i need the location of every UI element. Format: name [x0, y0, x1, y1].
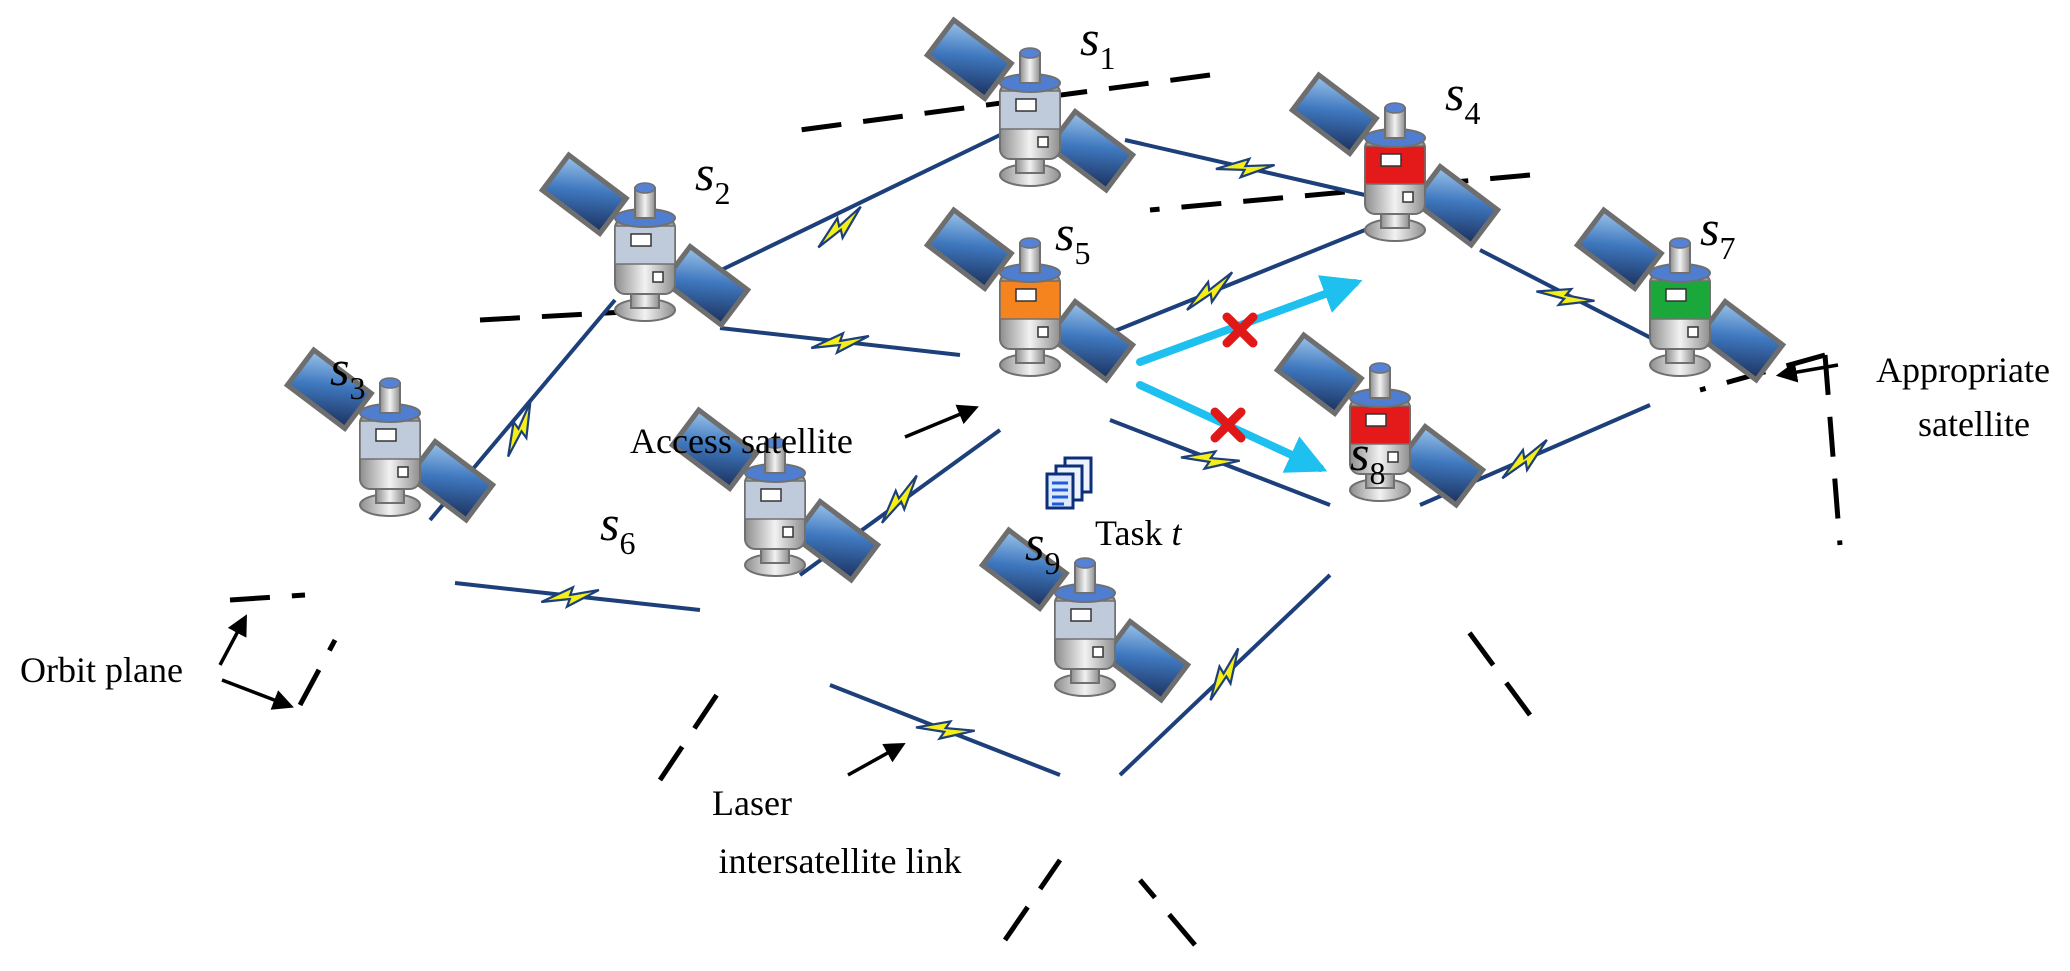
satellite-label-s4: s4: [1445, 65, 1480, 131]
bolt-icon: [540, 585, 600, 610]
solar-panel: [1288, 71, 1502, 249]
satellite-label-s3: s3: [330, 340, 365, 406]
satellite-label-letter: s: [1445, 65, 1464, 121]
task-document-icon: [1045, 456, 1093, 510]
satellite-label-s8: s8: [1350, 425, 1385, 491]
laser-link-pointer: [847, 742, 906, 777]
satellite-s7: s7: [1573, 200, 1787, 384]
satellite-label-s5: s5: [1055, 205, 1090, 271]
bolt-icon: [507, 401, 532, 458]
laser-link-label-line1: Laser: [712, 783, 792, 823]
solar-panel: [1573, 206, 1787, 384]
appropriate-satellite-label-line1: Appropriate: [1876, 350, 2050, 390]
satellite-s2: s2: [538, 145, 752, 329]
satellite-s4: s4: [1288, 65, 1502, 249]
satellite-s6: s6: [600, 406, 882, 584]
access-satellite-pointer: [904, 404, 979, 439]
satellite-label-s6: s6: [600, 495, 635, 561]
bolt-icon: [881, 474, 918, 524]
satellite-label-letter: s: [330, 340, 349, 396]
satellite-label-subscript: 8: [1369, 455, 1385, 491]
task-label: Task t: [1095, 513, 1182, 553]
solar-panel: [538, 151, 752, 329]
satellite-label-s2: s2: [695, 145, 730, 211]
satellite-label-s9: s9: [1025, 515, 1060, 581]
red-cross-icon: [1222, 312, 1258, 348]
satellite-label-letter: s: [1025, 515, 1044, 571]
satellite-label-subscript: 6: [619, 525, 635, 561]
orbit-plane-label: Orbit plane: [20, 650, 183, 690]
satellite-label-letter: s: [600, 495, 619, 551]
satellite-label-letter: s: [1350, 425, 1369, 481]
satellite-label-subscript: 9: [1044, 545, 1060, 581]
satellite-label-letter: s: [695, 145, 714, 201]
orbit-plane-pointer: [218, 614, 247, 666]
solar-panel: [1273, 331, 1487, 509]
orbit-plane-pointer: [221, 678, 294, 710]
satellite-label-letter: s: [1700, 200, 1719, 256]
appropriate-satellite-pointer: [1775, 361, 1839, 383]
bolt-icon: [915, 719, 975, 741]
bolt-icon: [810, 331, 870, 356]
satellite-label-letter: s: [1080, 10, 1099, 66]
bolt-icon: [817, 205, 862, 249]
satellite-label-letter: s: [1055, 205, 1074, 261]
bolt-icon: [1186, 271, 1234, 311]
orbit-plane-line: [657, 688, 723, 782]
solar-panel: [923, 206, 1137, 384]
satellite-s8: s8: [1273, 331, 1487, 509]
link-s1-s2: [679, 133, 1001, 292]
orbit-plane-line: [229, 592, 306, 603]
laser-link-label-line2: intersatellite link: [719, 841, 962, 881]
satellite-label-subscript: 7: [1719, 230, 1735, 266]
offload-arrows: [1136, 275, 1363, 473]
red-cross-icon: [1210, 407, 1246, 443]
satellite-label-subscript: 1: [1099, 40, 1115, 76]
satellite-body: [359, 420, 421, 460]
appropriate-satellite-label-line2: satellite: [1918, 404, 2030, 444]
bolt-icon: [1501, 438, 1548, 480]
orbit-plane-line: [297, 638, 338, 707]
bolt-icon: [1180, 449, 1240, 471]
satellite-s9: s9: [978, 515, 1192, 704]
bolt-icon: [1209, 647, 1240, 701]
orbit-plane-line: [1138, 878, 1197, 947]
satellite-label-s1: s1: [1080, 10, 1115, 76]
orbit-plane-line: [1457, 618, 1533, 717]
satellite-label-subscript: 4: [1464, 95, 1480, 131]
orbit-plane-line: [1149, 172, 1531, 213]
satellite-label-subscript: 2: [714, 175, 730, 211]
orbit-plane-line: [1822, 354, 1843, 546]
satellite-s3: s3: [283, 340, 497, 524]
solar-panel: [923, 16, 1137, 194]
satellite-s5: s5: [923, 205, 1137, 384]
link-bolts: [507, 156, 1595, 741]
solar-panel: [668, 406, 882, 584]
orbit-plane-line: [1002, 858, 1063, 942]
access-satellite-label: Access satellite: [630, 421, 853, 461]
bolt-icon: [1215, 156, 1275, 180]
bolt-icon: [1536, 287, 1595, 307]
solar-panel: [978, 526, 1192, 704]
satellite-label-subscript: 3: [349, 370, 365, 406]
satellite-label-subscript: 5: [1074, 235, 1090, 271]
satellite-label-s7: s7: [1700, 200, 1735, 266]
solar-panel: [283, 346, 497, 524]
satellite-s1: s1: [923, 10, 1137, 194]
